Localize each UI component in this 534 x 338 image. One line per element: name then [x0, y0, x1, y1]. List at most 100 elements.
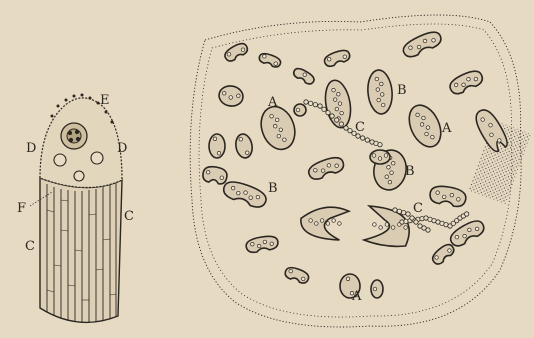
cell-granule	[346, 277, 350, 281]
cell-granule	[332, 219, 336, 223]
label-b-1: B	[397, 83, 407, 98]
chain-bead	[326, 110, 330, 114]
cell-granule	[320, 219, 324, 223]
chain-bead	[308, 101, 312, 105]
chain-bead	[318, 104, 322, 108]
chain-bead	[426, 228, 430, 232]
cell-wall	[403, 100, 447, 152]
cell-granule	[456, 197, 460, 201]
cell-granule	[263, 240, 267, 244]
cell	[370, 150, 390, 164]
label-b-2: B	[268, 181, 278, 196]
cell	[430, 242, 456, 267]
cell-granule	[236, 94, 240, 98]
cell-wall	[223, 41, 250, 63]
chain-bead	[464, 212, 468, 216]
cell-granule	[206, 170, 210, 174]
cell	[234, 133, 254, 159]
cell-granule	[450, 193, 454, 197]
chain-bead	[397, 209, 401, 213]
label-e: E	[100, 93, 110, 108]
label-c-left: C	[25, 239, 35, 254]
cell-granule	[385, 223, 389, 227]
cell-granule	[391, 226, 395, 230]
cell-granule	[379, 82, 383, 86]
cell-wall	[429, 184, 468, 208]
chain-bead	[344, 126, 348, 130]
cell-wall	[234, 133, 254, 159]
label-d-left: D	[26, 141, 36, 156]
cell-granule	[372, 154, 376, 158]
cell-granule	[270, 242, 274, 246]
chain-bead	[365, 138, 369, 142]
cell	[209, 134, 225, 158]
chain-bead	[378, 142, 382, 146]
cell-wall	[245, 234, 279, 253]
cell-wall	[366, 69, 394, 115]
cell-wall	[430, 242, 456, 267]
cell	[400, 28, 443, 59]
cell	[371, 280, 383, 298]
label-c-1: C	[355, 120, 365, 135]
chain-bead	[304, 100, 308, 104]
cell-granule	[388, 180, 392, 184]
chain-bead	[339, 122, 343, 126]
cell-granule	[389, 171, 393, 175]
cell-granule	[296, 108, 300, 112]
cell-granule	[257, 244, 261, 248]
label-a-2: A	[441, 121, 452, 136]
cell-granule	[250, 242, 254, 246]
cell-granule	[335, 107, 339, 111]
cell-granule	[333, 98, 337, 102]
cell	[284, 265, 311, 284]
head-circle-center	[74, 171, 84, 181]
head-circle-right	[91, 152, 103, 164]
head-circle-left	[54, 154, 66, 166]
cell-wall	[447, 68, 485, 97]
cell	[366, 69, 394, 115]
label-a-3: A	[351, 289, 362, 304]
cell	[223, 41, 250, 63]
cell	[294, 104, 306, 116]
chain-bead	[334, 118, 338, 122]
label-b-3: B	[405, 164, 415, 179]
cell-granule	[442, 195, 446, 199]
cell-granule	[245, 151, 249, 155]
cell-granule	[391, 161, 395, 165]
cell-wall	[400, 28, 443, 59]
cell-granule	[381, 103, 385, 107]
cell-granule	[338, 222, 342, 226]
chain-bead	[414, 220, 418, 224]
cell-granule	[338, 102, 342, 106]
chain-bead	[360, 136, 364, 140]
chain-bead	[322, 107, 326, 111]
cell-granule	[373, 287, 377, 291]
cell	[301, 207, 349, 240]
cell-granule	[384, 154, 388, 158]
cell-wall	[209, 134, 225, 158]
cell-granule	[309, 219, 313, 223]
cell-granule	[386, 165, 390, 169]
cell-granule	[404, 226, 408, 230]
cell-wall	[202, 165, 228, 185]
cell-granule	[385, 175, 389, 179]
chain-bead	[401, 210, 405, 214]
cell	[429, 184, 468, 208]
chain-bead	[313, 102, 317, 106]
cell-granule	[220, 176, 224, 180]
cell-granule	[336, 92, 340, 96]
chain-bead	[406, 212, 410, 216]
cell-granule	[217, 151, 221, 155]
cell-wall	[306, 154, 345, 181]
label-f: F	[17, 201, 26, 216]
cell	[245, 234, 279, 253]
cell-granule	[239, 137, 243, 141]
cell-granule	[229, 95, 233, 99]
cell	[323, 48, 352, 68]
cell-wall	[301, 207, 349, 240]
cell	[447, 68, 485, 97]
cell-granule	[326, 222, 330, 226]
cell-granule	[340, 111, 344, 115]
